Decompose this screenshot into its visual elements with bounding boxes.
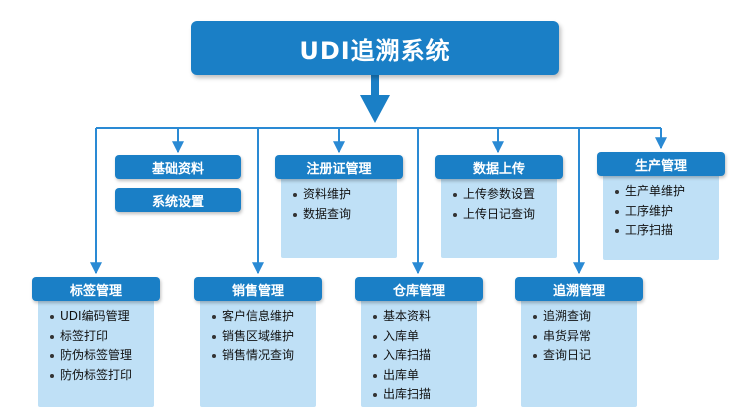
list-item: 基本资料 — [373, 307, 469, 327]
module-sales-title: 销售管理 — [194, 277, 322, 301]
list-item: 查询日记 — [533, 346, 629, 366]
module-label-panel: UDI编码管理 标签打印 防伪标签管理 防伪标签打印 — [38, 293, 154, 407]
module-registration: 注册证管理 资料维护 数据查询 — [275, 155, 403, 258]
list-item: 数据查询 — [293, 205, 389, 225]
module-sales-panel: 客户信息维护 销售区域维护 销售情况查询 — [200, 293, 316, 407]
list-item: 上传日记查询 — [453, 205, 549, 225]
list-item: 上传参数设置 — [453, 185, 549, 205]
module-warehouse-panel: 基本资料 入库单 入库扫描 出库单 出库扫描 — [361, 293, 477, 407]
module-registration-title: 注册证管理 — [275, 155, 403, 179]
list-item: 入库单 — [373, 327, 469, 347]
root-node-title: UDI追溯系统 — [191, 21, 559, 75]
list-item: UDI编码管理 — [50, 307, 146, 327]
module-upload-title: 数据上传 — [435, 155, 563, 179]
module-production: 生产管理 生产单维护 工序维护 工序扫描 — [597, 152, 725, 260]
module-production-panel: 生产单维护 工序维护 工序扫描 — [603, 168, 719, 260]
module-warehouse: 仓库管理 基本资料 入库单 入库扫描 出库单 出库扫描 — [355, 277, 483, 407]
module-trace: 追溯管理 追溯查询 串货异常 查询日记 — [515, 277, 643, 407]
list-item: 客户信息维护 — [212, 307, 308, 327]
module-upload-panel: 上传参数设置 上传日记查询 — [441, 171, 557, 258]
list-item: 出库单 — [373, 366, 469, 386]
list-item: 工序维护 — [615, 202, 711, 222]
module-trace-title: 追溯管理 — [515, 277, 643, 301]
module-warehouse-title: 仓库管理 — [355, 277, 483, 301]
list-item: 销售区域维护 — [212, 327, 308, 347]
list-item: 出库扫描 — [373, 385, 469, 405]
module-registration-panel: 资料维护 数据查询 — [281, 171, 397, 258]
node-system-settings: 系统设置 — [115, 188, 241, 212]
list-item: 串货异常 — [533, 327, 629, 347]
module-production-title: 生产管理 — [597, 152, 725, 176]
module-upload: 数据上传 上传参数设置 上传日记查询 — [435, 155, 563, 258]
module-trace-panel: 追溯查询 串货异常 查询日记 — [521, 293, 637, 407]
list-item: 防伪标签打印 — [50, 366, 146, 386]
module-label: 标签管理 UDI编码管理 标签打印 防伪标签管理 防伪标签打印 — [32, 277, 160, 407]
list-item: 资料维护 — [293, 185, 389, 205]
main-arrow — [360, 75, 390, 123]
list-item: 标签打印 — [50, 327, 146, 347]
list-item: 入库扫描 — [373, 346, 469, 366]
list-item: 销售情况查询 — [212, 346, 308, 366]
module-sales: 销售管理 客户信息维护 销售区域维护 销售情况查询 — [194, 277, 322, 407]
list-item: 工序扫描 — [615, 221, 711, 241]
list-item: 追溯查询 — [533, 307, 629, 327]
node-basic-data: 基础资料 — [115, 155, 241, 179]
list-item: 生产单维护 — [615, 182, 711, 202]
module-label-title: 标签管理 — [32, 277, 160, 301]
list-item: 防伪标签管理 — [50, 346, 146, 366]
